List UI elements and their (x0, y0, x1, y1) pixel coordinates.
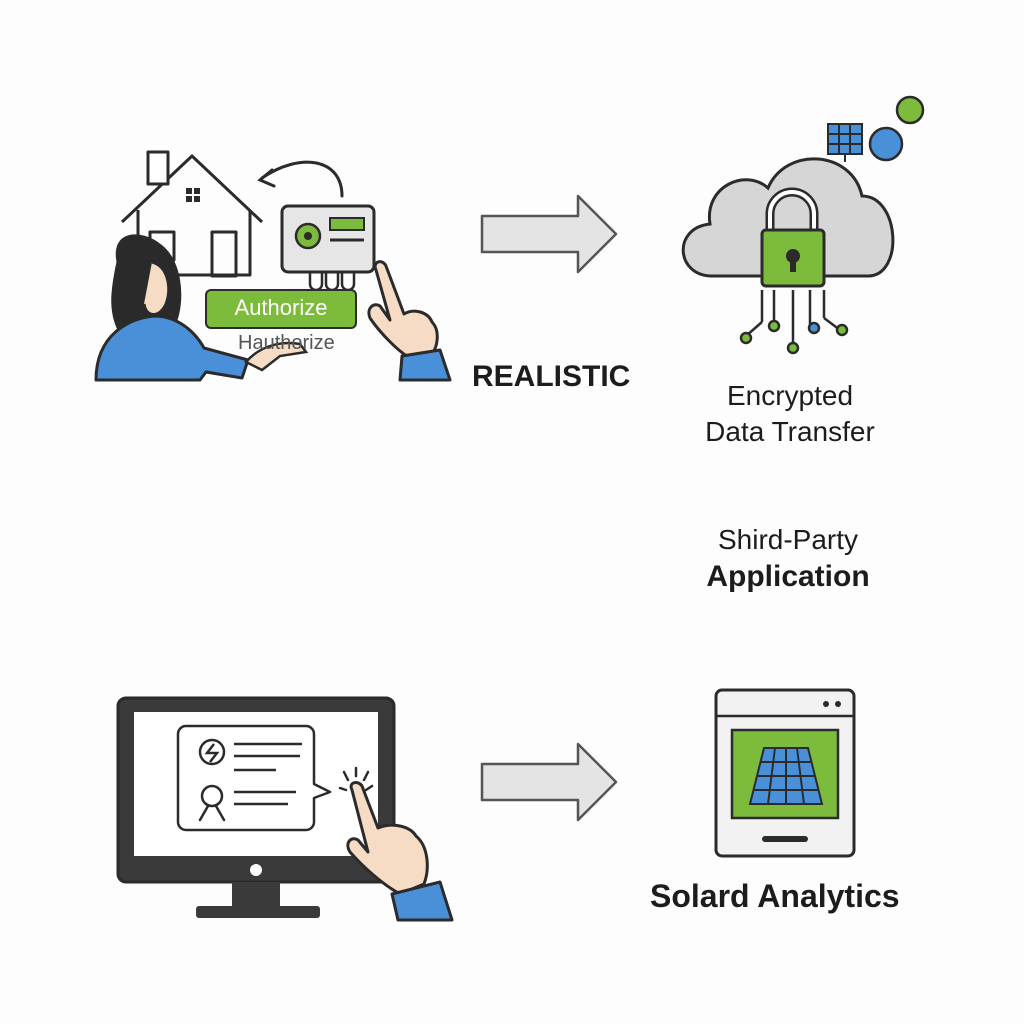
third-party-line-2: Application (706, 560, 870, 593)
user-icon (198, 784, 226, 822)
padlock-icon (760, 187, 826, 288)
lightning-icon (198, 738, 226, 766)
blue-orb (868, 126, 904, 162)
solar-panel-icon (827, 123, 863, 162)
flow-arrow-bottom (480, 742, 618, 822)
encrypted-line-2: Data Transfer (705, 416, 875, 447)
tap-marks-icon (338, 766, 374, 792)
authorize-button-label[interactable]: Authorize (234, 295, 328, 320)
message-card (176, 724, 332, 832)
id-card-icon (280, 204, 376, 292)
authorize-echo-label: Hauthorize (238, 332, 335, 354)
flow-arrow-top (480, 194, 618, 274)
green-orb (895, 95, 925, 125)
pointing-hand-icon (367, 260, 452, 382)
third-party-line-1: Shird-Party (717, 524, 859, 555)
open-hand-icon (244, 341, 309, 372)
result-label: Solard Analytics (650, 878, 900, 914)
pointing-hand-icon-bottom (346, 781, 454, 922)
encrypted-line-1: Encrypted (726, 380, 854, 411)
middle-label: REALISTIC (472, 360, 631, 393)
cloud-icon (681, 157, 895, 278)
person-icon (94, 234, 250, 382)
data-lines-icon (739, 290, 849, 355)
return-arrow-icon (257, 160, 344, 198)
solar-panel-icon-tablet (748, 747, 824, 805)
authorize-button-bg (205, 289, 357, 329)
